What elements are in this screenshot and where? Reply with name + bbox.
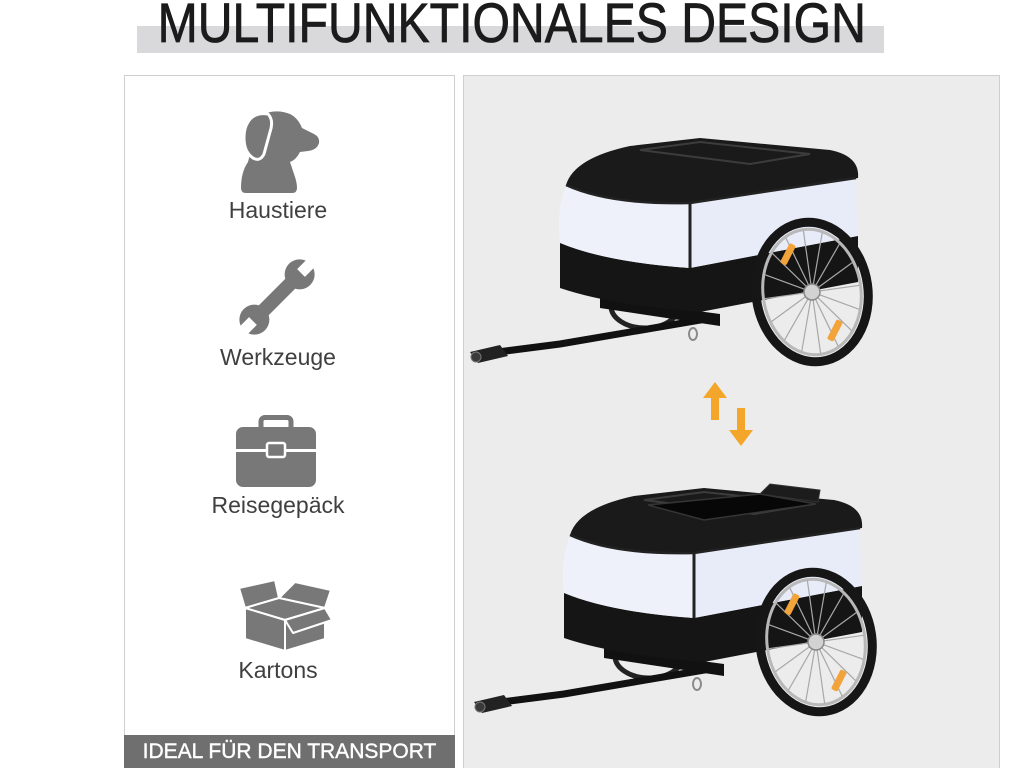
box-icon — [238, 579, 333, 652]
dog-icon — [241, 111, 320, 193]
title-underlay-bar — [137, 26, 884, 53]
feature-label-pets: Haustiere — [228, 197, 328, 223]
product-panel — [463, 75, 1000, 768]
suitcase-icon — [236, 415, 316, 487]
transport-banner: IDEAL FÜR DEN TRANSPORT — [124, 735, 455, 768]
page-title-text: MULTIFUNKTIONALES DESIGN — [157, 0, 867, 54]
trailer-image-closed — [470, 138, 877, 369]
page-title: MULTIFUNKTIONALES DESIGN — [0, 0, 1024, 53]
feature-label-boxes: Kartons — [238, 657, 318, 683]
feature-label-luggage: Reisegepäck — [211, 492, 345, 518]
wrench-icon — [236, 258, 318, 336]
feature-label-tools: Werkzeuge — [220, 344, 336, 370]
product-illustration — [463, 75, 1000, 768]
trailer-image-open — [474, 482, 881, 719]
swap-vertical-arrows-icon — [702, 381, 753, 446]
